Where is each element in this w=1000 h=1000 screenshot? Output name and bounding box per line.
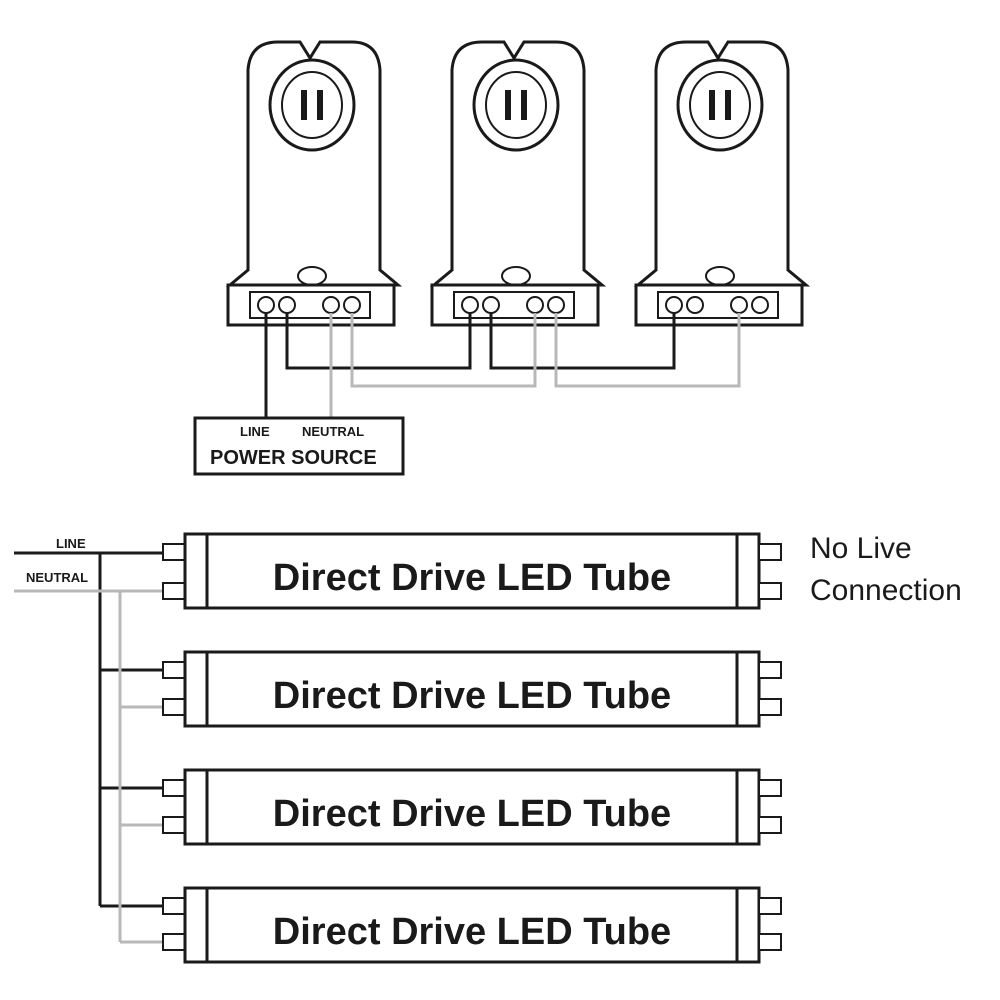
top-wiring <box>264 313 741 418</box>
annotation-line-2: Connection <box>810 574 962 607</box>
led-tube-label: Direct Drive LED Tube <box>273 911 671 953</box>
socket-1 <box>225 40 403 327</box>
led-tube-4: Direct Drive LED Tube <box>162 886 782 964</box>
wiring-line-label: LINE <box>56 536 86 551</box>
power-source-box: LINE NEUTRAL POWER SOURCE <box>193 416 405 476</box>
power-source-line-label: LINE <box>240 424 270 439</box>
neutral-wire-chain-1 <box>350 313 537 388</box>
bottom-wiring: LINE NEUTRAL <box>14 536 163 944</box>
wiring-neutral-label: NEUTRAL <box>26 570 88 585</box>
led-tube-label: Direct Drive LED Tube <box>273 557 671 599</box>
socket-2 <box>429 40 607 327</box>
power-source-neutral-label: NEUTRAL <box>302 424 364 439</box>
line-wire-chain-2 <box>489 313 676 370</box>
socket-3 <box>633 40 811 327</box>
annotation-line-1: No Live <box>810 532 912 565</box>
line-wire-chain-1 <box>285 313 472 370</box>
led-tube-1: Direct Drive LED Tube <box>162 532 782 610</box>
no-live-connection-note: No Live Connection <box>810 532 962 607</box>
led-tube-3: Direct Drive LED Tube <box>162 768 782 846</box>
led-tube-2: Direct Drive LED Tube <box>162 650 782 728</box>
power-source-title: POWER SOURCE <box>210 447 377 469</box>
led-tube-label: Direct Drive LED Tube <box>273 675 671 717</box>
neutral-wire-chain-2 <box>554 313 741 388</box>
led-tube-label: Direct Drive LED Tube <box>273 793 671 835</box>
socket-group <box>225 40 811 327</box>
